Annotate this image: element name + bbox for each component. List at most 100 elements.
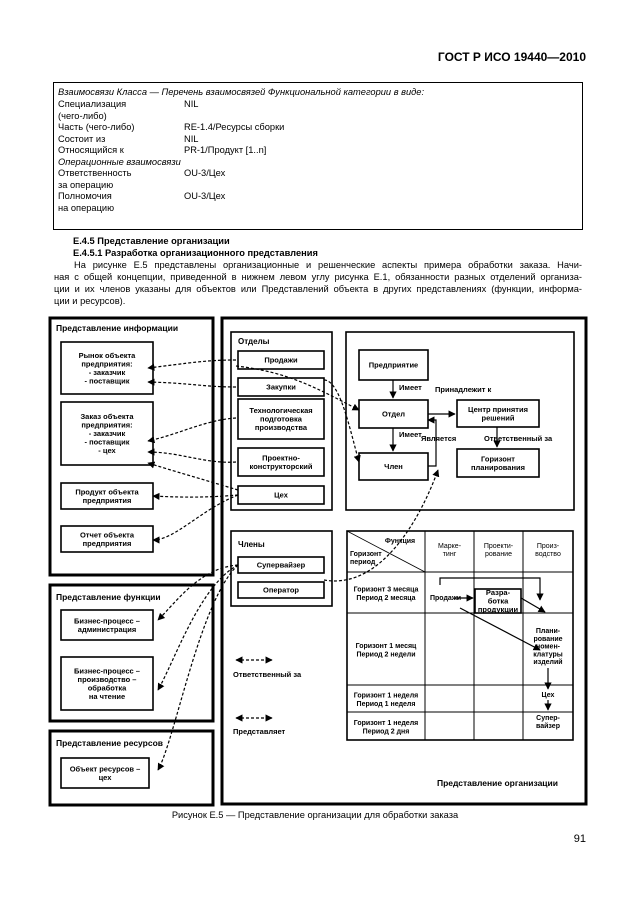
belongs-to-label: Принадлежит к — [435, 385, 491, 394]
standard-header: ГОСТ Р ИСО 19440—2010 — [437, 50, 586, 64]
enterprise-box-label: Предприятие — [369, 361, 418, 370]
legend-responsible-label: Ответственный за — [233, 670, 302, 679]
info-view-title: Представление информации — [56, 323, 178, 333]
departments-title: Отделы — [238, 337, 270, 346]
resource-view-frame — [48, 729, 215, 807]
info-object-box — [60, 401, 154, 466]
class-row-value: OU-3/Цех — [184, 168, 226, 178]
view-link-dashed — [147, 461, 239, 491]
class-row-value: NIL — [184, 99, 199, 109]
section-heading: Е.4.5 Представление организации — [73, 236, 230, 246]
org-view-title: Представление организации — [437, 778, 558, 788]
resource-object-box-label: Объект ресурсов –цех — [70, 764, 141, 782]
class-box-title: Взаимосвязи Класса — Перечень взаимосвяз… — [58, 87, 425, 97]
paragraph-line: ции и их членов указаны для объектов или… — [54, 284, 582, 294]
class-row-label: Относящийся к — [58, 145, 124, 155]
figure-caption: Рисунок Е.5 — Представление организации … — [171, 810, 459, 820]
has-label: Имеет — [399, 383, 422, 392]
view-link-dashed — [157, 564, 239, 691]
org-view-frame — [220, 316, 588, 806]
grid-supervisor-label: Супер-вайзер — [536, 715, 560, 730]
department-box — [237, 377, 325, 397]
view-link-dashed — [323, 469, 440, 582]
department-box — [237, 447, 325, 477]
section-paragraph: На рисунке Е.5 представлены организацион… — [54, 259, 582, 307]
member-box — [237, 581, 325, 599]
class-row-value: NIL — [184, 133, 199, 144]
class-row-label: Ответственность — [58, 168, 132, 178]
view-link-dashed — [323, 379, 361, 463]
class-relations-box: Взаимосвязи Класса — Перечень взаимосвяз… — [53, 82, 583, 230]
grid-diagonal — [346, 530, 426, 573]
grid-column-header: Проекти-рование — [484, 543, 514, 558]
view-link-dashed — [157, 564, 239, 771]
class-row-label: Часть (чего-либо) — [58, 122, 135, 132]
class-row-label: Специализация — [58, 99, 127, 109]
member-to-department — [427, 416, 437, 467]
class-row-value: OU-3/Цех — [184, 191, 226, 201]
grid-sales-label: Продажи — [430, 595, 461, 602]
class-row-label: Состоит из — [58, 133, 106, 144]
paragraph-line: ная с общей концепции, приведенной в ниж… — [54, 272, 582, 282]
class-row-label: за операцию — [58, 179, 114, 190]
info-view-frame — [48, 316, 215, 577]
grid-flow-arrow — [439, 577, 544, 601]
page-number: 91 — [573, 833, 586, 845]
departments-frame — [230, 331, 333, 511]
department-box-label: Проектно-конструкторский — [250, 453, 313, 471]
view-link-dashed — [152, 494, 239, 544]
class-row-label: Полномочия — [58, 191, 112, 201]
view-link-dashed — [147, 417, 237, 444]
members-frame — [230, 530, 333, 607]
grid-flow-arrow — [520, 597, 546, 613]
members-title: Члены — [238, 540, 265, 549]
class-row-value: RE-1.4/Ресурсы сборки — [184, 122, 285, 132]
model-frame — [345, 331, 575, 511]
planning-horizon-box — [456, 448, 540, 478]
grid-column-header: Марке-тинг — [438, 543, 462, 558]
resource-view-title: Представление ресурсов — [56, 738, 163, 748]
department-box — [237, 398, 325, 440]
view-link-dashed — [147, 378, 237, 388]
function-process-box — [60, 656, 154, 711]
view-link-dashed — [147, 359, 237, 371]
function-view-frame — [48, 583, 215, 723]
grid-corner-function: Функция — [385, 538, 415, 545]
department-box-label: Цех — [274, 491, 289, 500]
department-entity-box-label: Отдел — [382, 410, 405, 419]
view-link-dashed — [152, 492, 239, 500]
responsible-for-label: Ответственный за — [484, 434, 553, 443]
class-row-label: на операцию — [58, 202, 115, 213]
has-label: Имеет — [399, 430, 422, 439]
member-box-label: Супервайзер — [257, 561, 306, 570]
department-box — [237, 350, 325, 370]
subsection-heading: Е.4.5.1 Разработка организационного пред… — [73, 248, 318, 258]
decision-center-box — [456, 399, 540, 428]
is-label: Является — [421, 434, 456, 443]
department-box-label: Закупки — [266, 383, 296, 392]
legend-represents-label: Представляет — [233, 727, 286, 736]
decision-grid — [346, 530, 574, 741]
class-row-value: PR-1/Продукт [1..n] — [184, 145, 267, 155]
class-row-label: (чего-либо) — [58, 110, 107, 121]
function-process-box-label: Бизнес-процесс –администрация — [74, 616, 140, 634]
grid-shop-label: Цех — [542, 692, 555, 699]
resource-object-box — [60, 757, 150, 789]
function-process-box — [60, 609, 154, 641]
function-view-title: Представление функции — [56, 592, 161, 602]
paragraph-line: ции и ресурсов). — [54, 296, 126, 306]
member-box-label: Оператор — [263, 586, 299, 595]
